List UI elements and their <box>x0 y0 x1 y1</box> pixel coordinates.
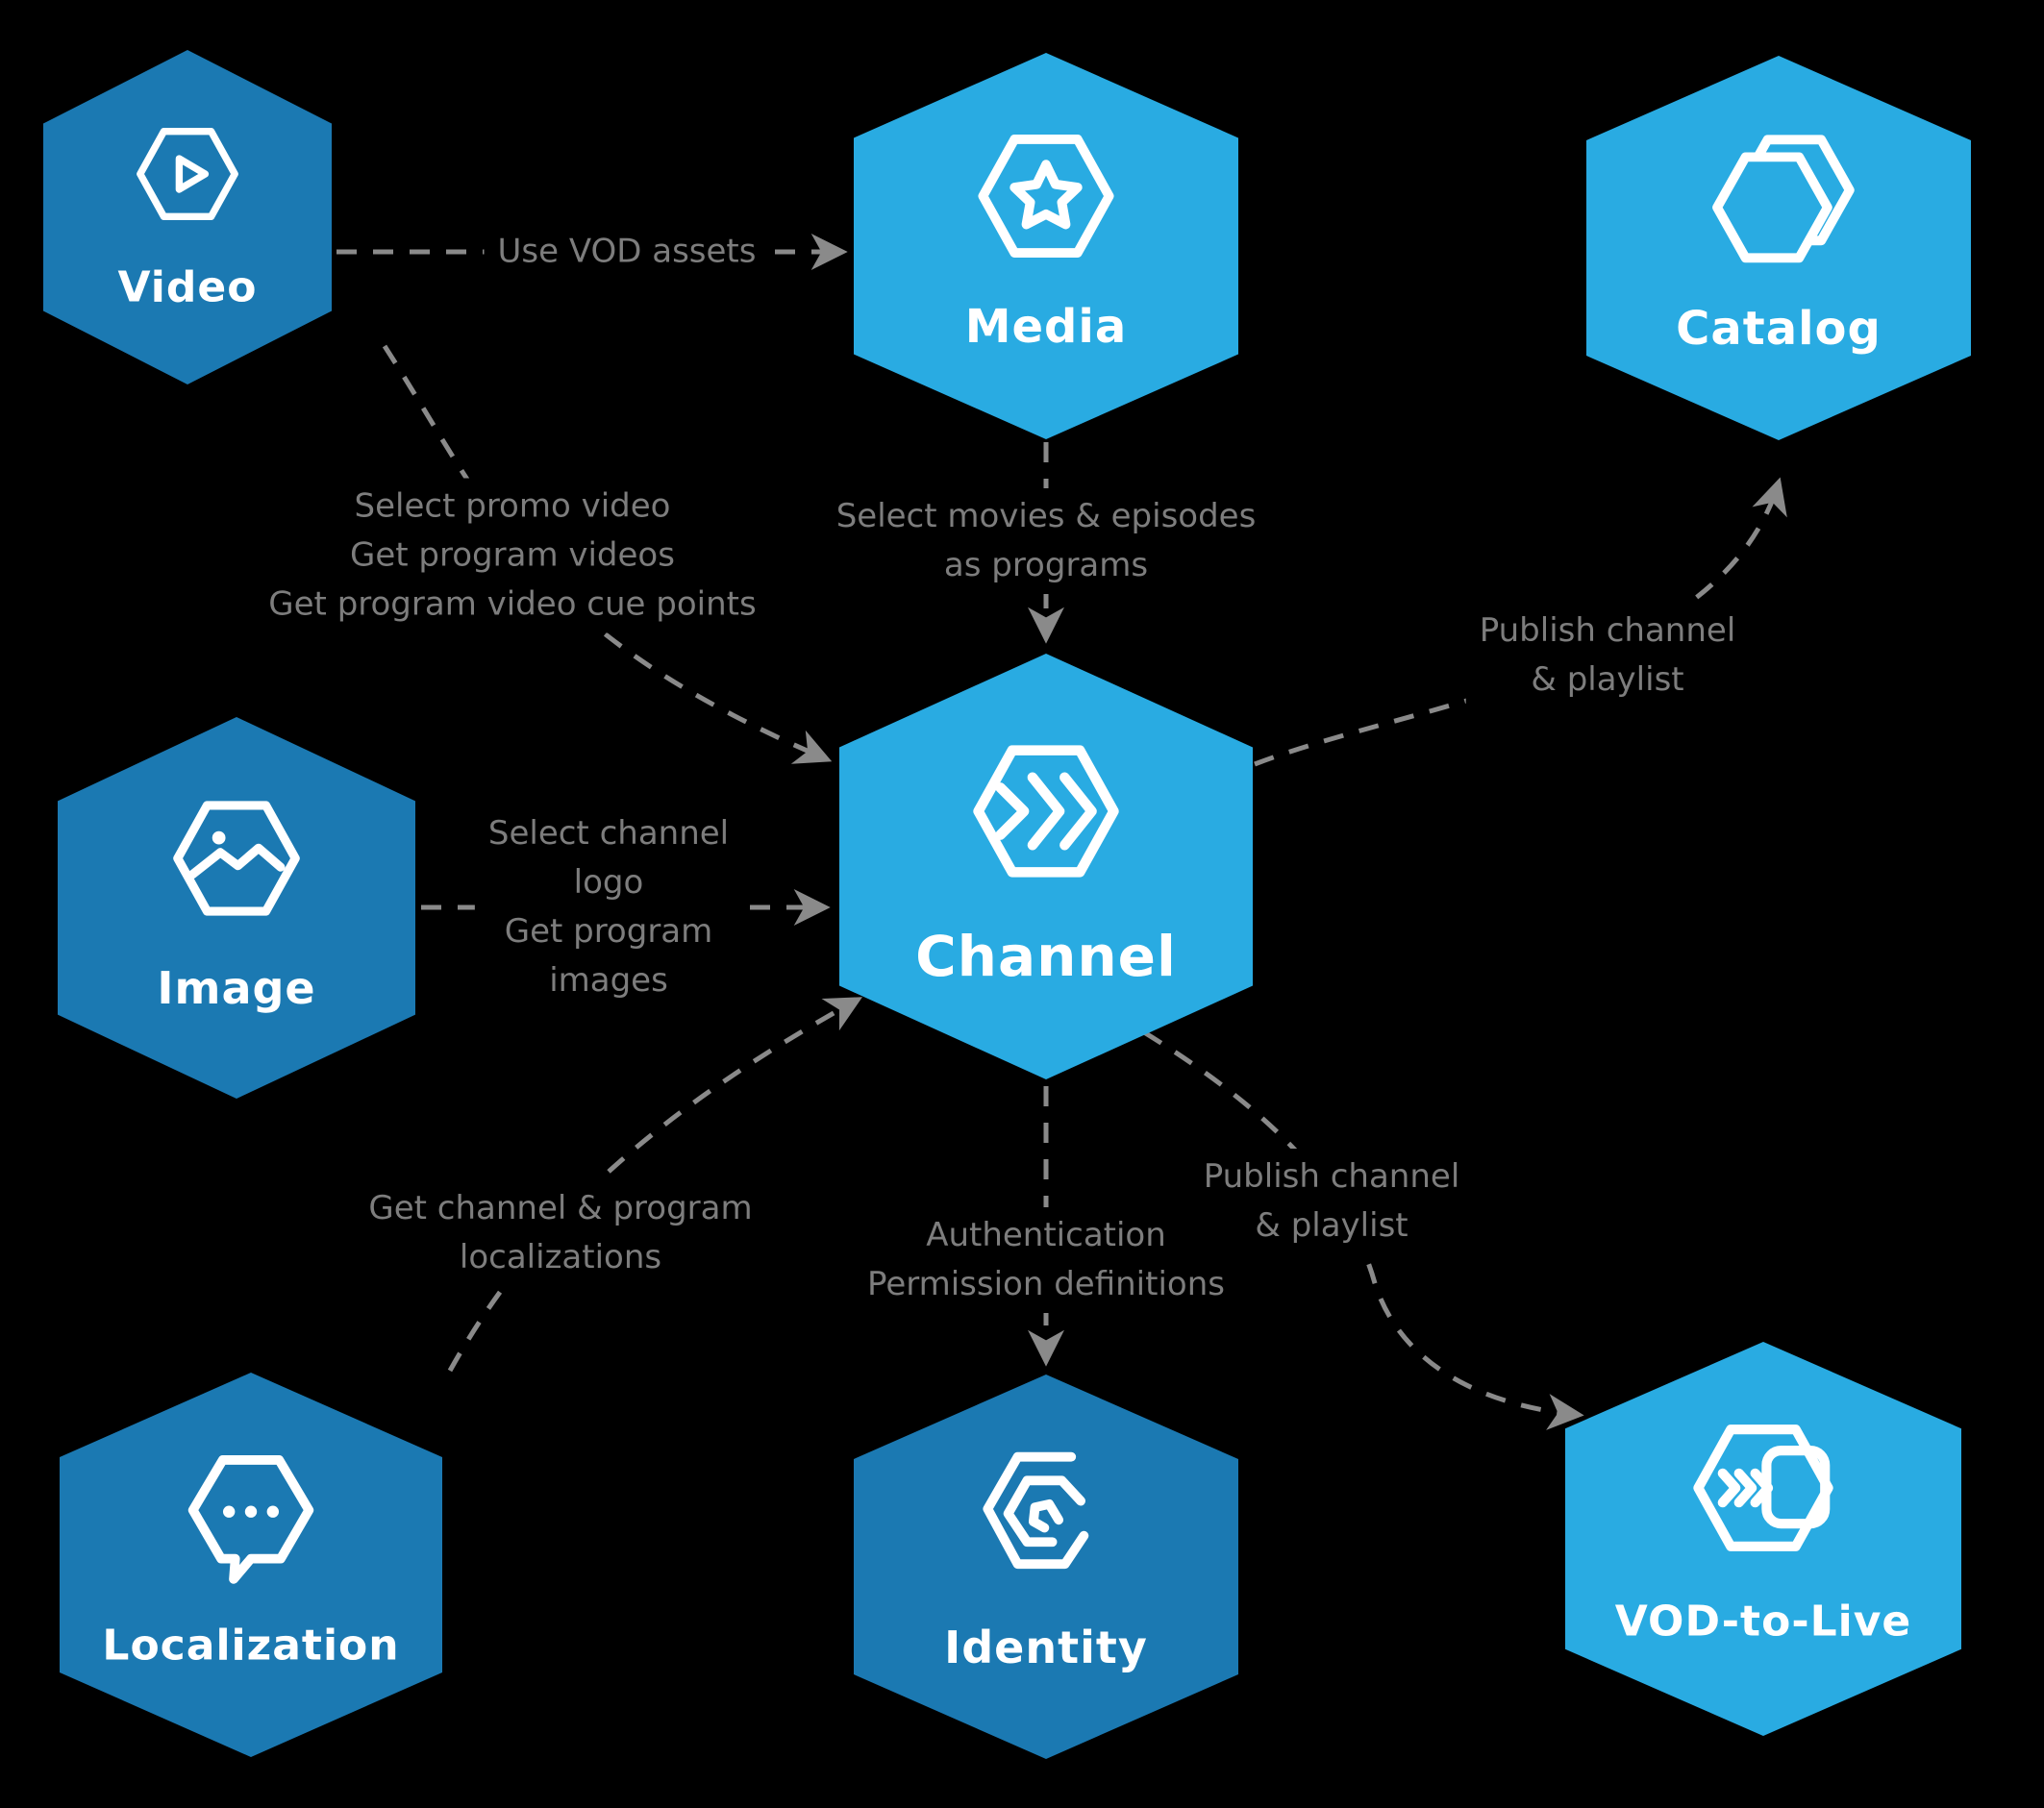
node-image: Image <box>58 717 415 1099</box>
hexagon-shape <box>854 53 1238 439</box>
photo-hexagon-icon <box>173 801 300 916</box>
node-label-media: Media <box>964 300 1128 355</box>
node-label-video: Video <box>117 262 258 312</box>
connector-channel-to-catalog <box>1254 477 1787 767</box>
node-label-vod: VOD-to-Live <box>1614 1597 1912 1647</box>
node-media: Media <box>854 53 1238 439</box>
connector-label-line: & playlist <box>1255 1206 1408 1245</box>
connector-label-video-to-media: Use VOD assets <box>484 223 770 281</box>
speech-bubble-icon <box>187 1455 314 1584</box>
vod-to-live-hexagon-icon <box>1693 1424 1833 1551</box>
hexagon-shape <box>1565 1342 1961 1736</box>
spiral-hexagon-icon <box>983 1451 1089 1570</box>
node-channel: Channel <box>839 654 1253 1079</box>
video-play-hexagon-icon <box>137 127 238 220</box>
connector-label-line: Get program videos <box>350 535 675 575</box>
connector-label-channel-to-vod: Publish channel & playlist <box>1189 1149 1474 1254</box>
connector-label-line: Permission definitions <box>867 1265 1225 1303</box>
connector-label-line: Select channel <box>487 814 730 853</box>
connector-label-line: images <box>549 961 668 1000</box>
connector-label-localization-to-channel: Get channel & program localizations <box>355 1180 766 1286</box>
connector-label-line: Select promo video <box>354 486 671 526</box>
node-catalog: Catalog <box>1586 56 1971 440</box>
node-label-identity: Identity <box>944 1622 1148 1673</box>
connector-label-line: Select movies & episodes <box>835 497 1257 535</box>
node-label-localization: Localization <box>102 1621 400 1671</box>
connector-label-line: Get program video cue points <box>268 584 757 624</box>
connector-label-line: & playlist <box>1531 660 1684 699</box>
node-label-channel: Channel <box>915 923 1177 989</box>
connector-label-channel-to-catalog: Publish channel & playlist <box>1465 603 1750 708</box>
node-identity: Identity <box>854 1375 1238 1759</box>
chevrons-hexagon-icon <box>973 745 1119 878</box>
node-label-image: Image <box>157 961 316 1014</box>
connector-label-line: Get channel & program <box>368 1189 753 1227</box>
star-hexagon-icon <box>978 134 1114 258</box>
connector-label-line: Authentication <box>926 1216 1166 1254</box>
connector-label-line: Use VOD assets <box>497 232 757 271</box>
connector-label-line: Get program <box>504 912 713 951</box>
connector-channel-to-vod <box>1142 1029 1584 1430</box>
node-localization: Localization <box>60 1373 442 1757</box>
connector-label-line: Publish channel <box>1479 611 1736 650</box>
connector-label-line: Publish channel <box>1203 1157 1460 1196</box>
node-vod: VOD-to-Live <box>1565 1342 1961 1736</box>
connector-label-line: localizations <box>459 1238 662 1276</box>
node-video: Video <box>43 50 332 384</box>
connector-label-line: logo <box>573 863 644 902</box>
hexagon-shape <box>839 654 1253 1079</box>
node-label-catalog: Catalog <box>1676 302 1882 356</box>
stacked-hexagons-icon <box>1712 135 1855 263</box>
connector-localization-to-channel <box>447 997 862 1373</box>
connector-label-line: as programs <box>943 546 1149 584</box>
connector-label-media-to-channel: Select movies & episodes as programs <box>822 488 1270 594</box>
